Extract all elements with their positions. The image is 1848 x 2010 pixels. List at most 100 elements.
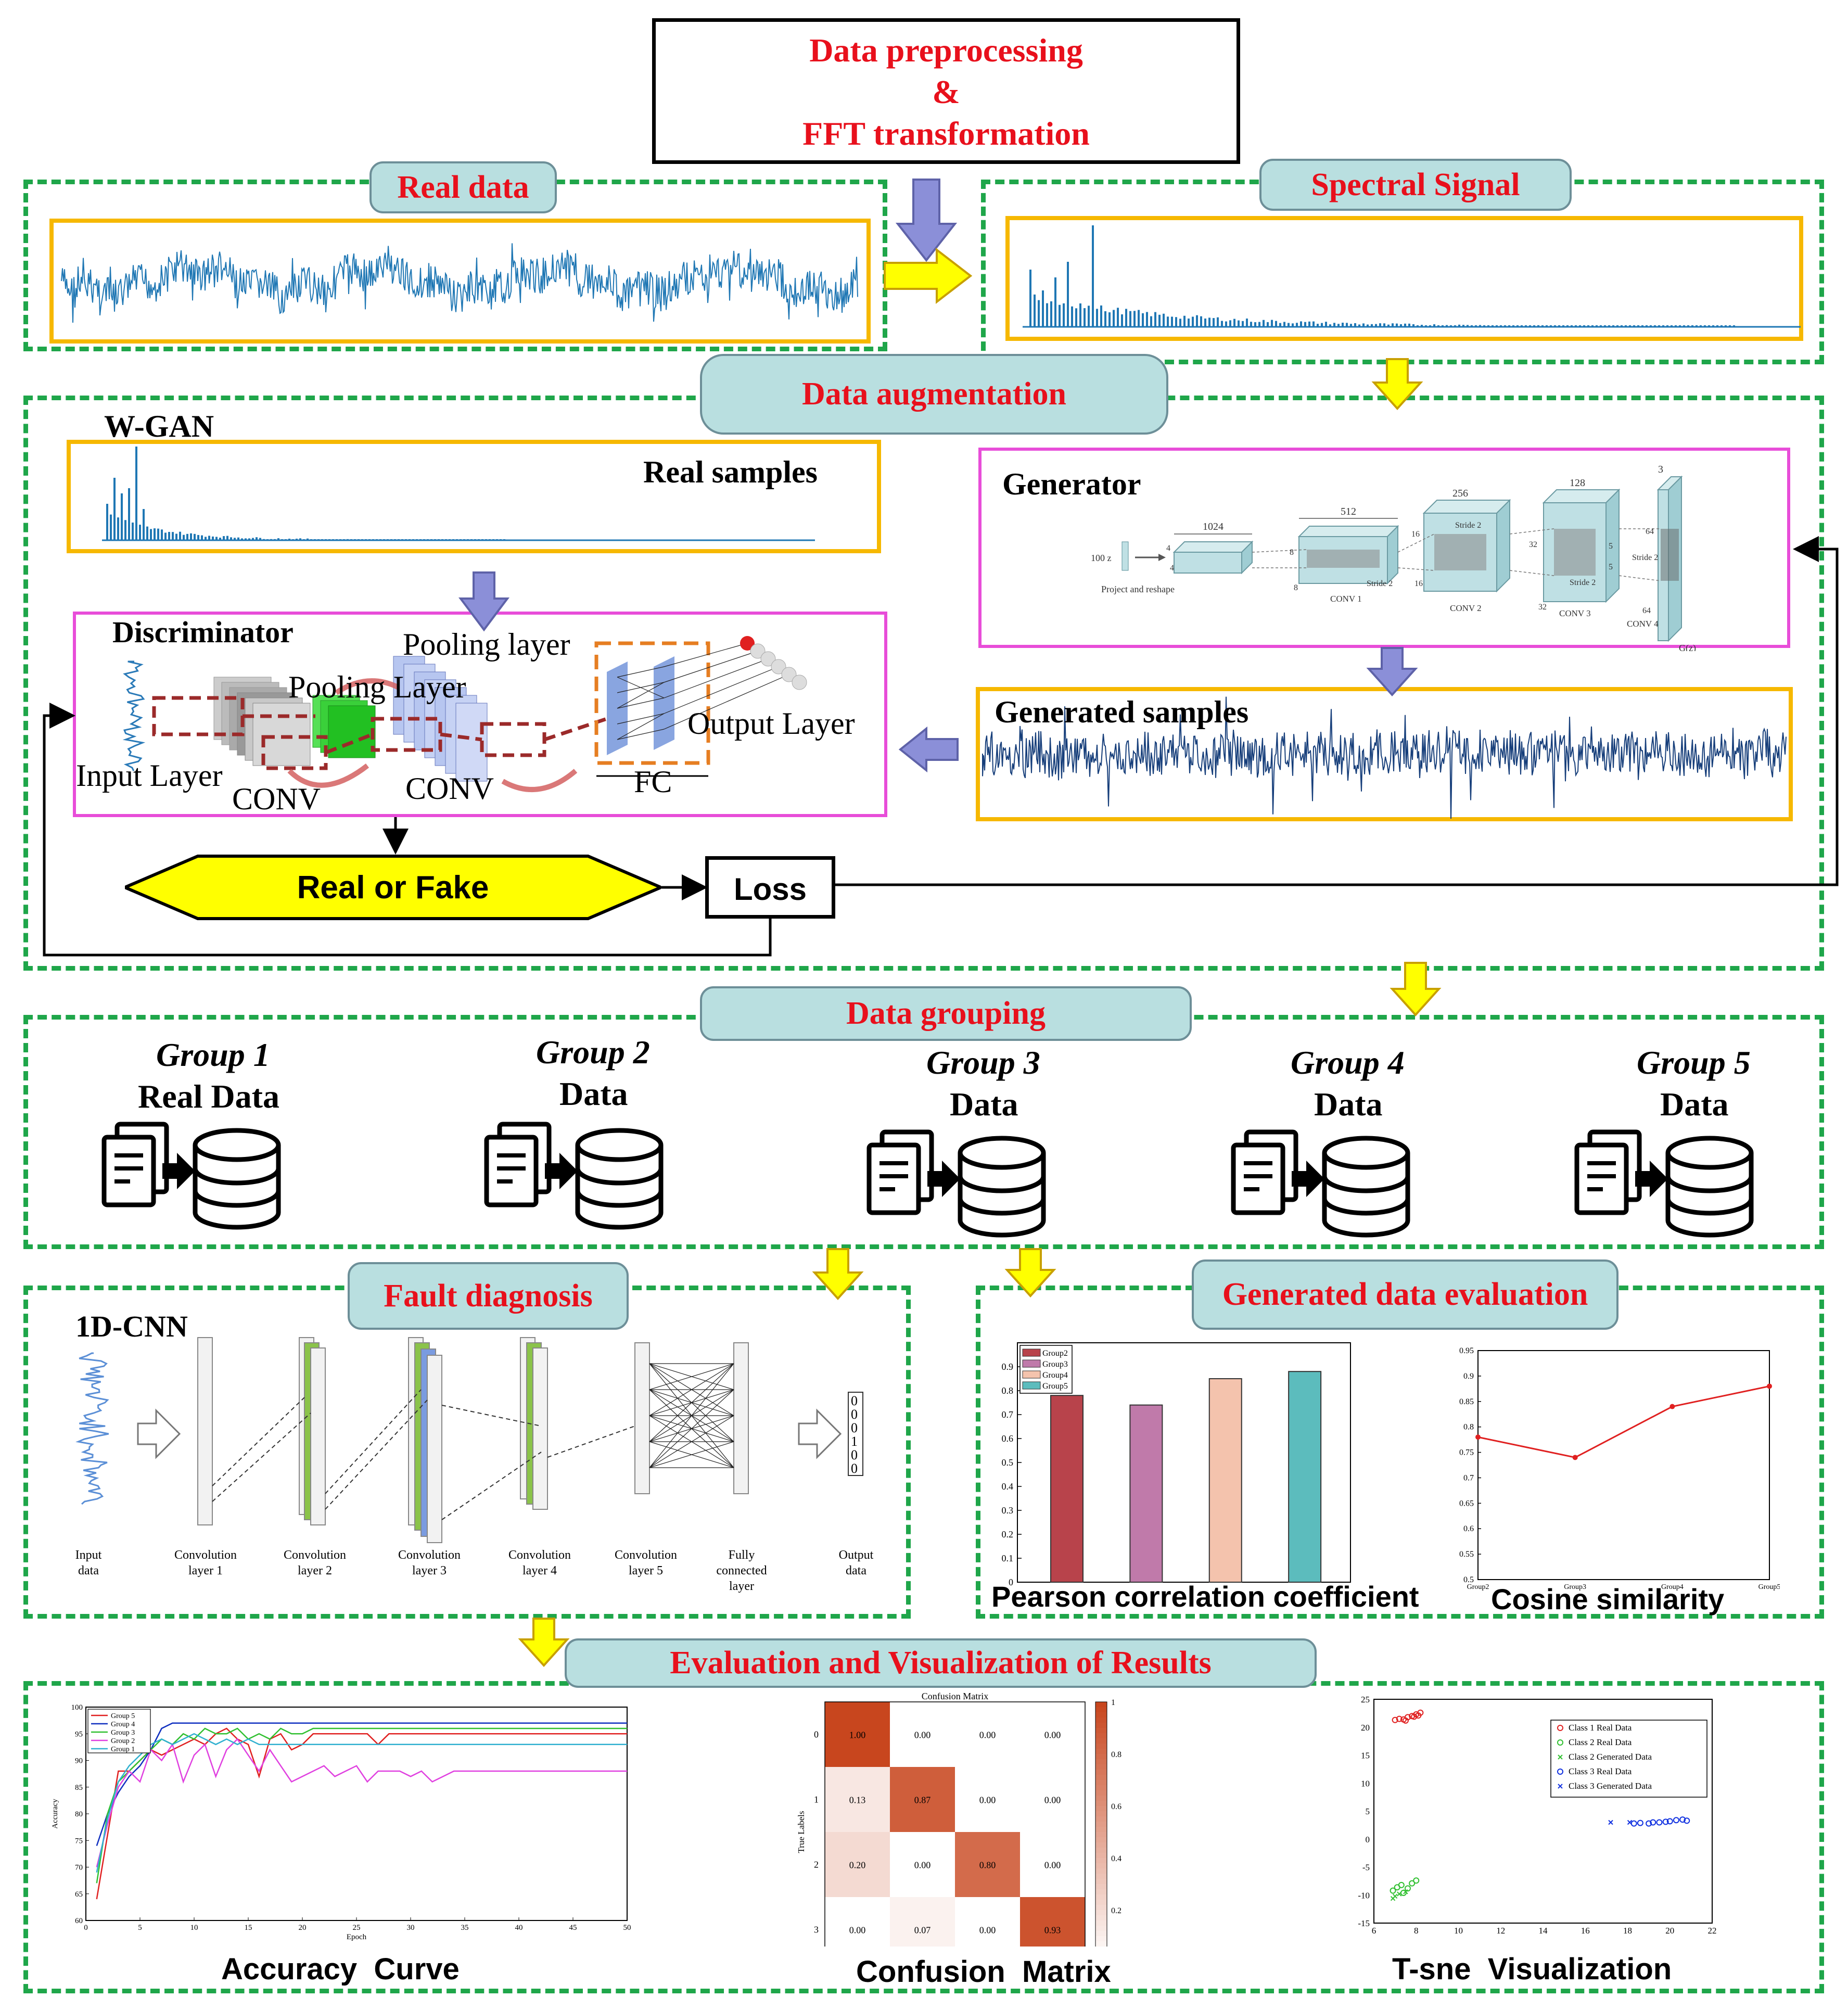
gen-num-8b: 8 <box>1294 583 1298 592</box>
tsne-point <box>1413 1877 1420 1884</box>
pearson-bar-Group4 <box>1208 1378 1242 1583</box>
generator-network-diagram: 100 z Project and reshape 1024 512 <box>1091 464 1696 651</box>
gen-conv4-label: CONV 4 <box>1627 619 1659 629</box>
real-samples-label: Real samples <box>643 455 818 489</box>
tsne-xtick: 14 <box>1539 1926 1548 1936</box>
cnn-input-wave <box>75 1352 109 1505</box>
gen-num-5a: 5 <box>1609 542 1613 551</box>
accuracy-ytick: 70 <box>75 1864 83 1872</box>
pooling-layer-label-2: Pooling Layer <box>288 670 466 704</box>
gen-block-3 <box>1422 499 1511 593</box>
group-icons <box>101 1122 1754 1238</box>
confusion-cell-value: 1.00 <box>849 1730 866 1740</box>
cnn-fc-left <box>634 1342 650 1494</box>
cnn-output-bit: 0 <box>851 1407 858 1422</box>
tsne-point <box>1392 1716 1398 1723</box>
gen-block-5 <box>1656 475 1683 642</box>
pearson-ytick: 0.3 <box>1002 1505 1014 1516</box>
arrow-purple-1 <box>895 179 958 262</box>
confusion-cell-3-2 <box>955 1897 1020 1947</box>
tsne-xtick: 12 <box>1496 1926 1505 1936</box>
cnn-layer-label-line2: layer 2 <box>298 1564 332 1578</box>
gen-stride-4: Stride 2 <box>1632 553 1658 562</box>
tsne-xtick: 8 <box>1414 1926 1419 1936</box>
arrow-yellow-down-5 <box>518 1618 570 1667</box>
cnn-layer-label-line2: layer 1 <box>188 1564 223 1578</box>
gen-stride-2: Stride 2 <box>1455 521 1481 530</box>
accuracy-xtick: 45 <box>569 1924 577 1932</box>
accuracy-legend-entry: Group 5 <box>111 1712 135 1720</box>
generator-label: Generator <box>1002 467 1141 501</box>
gen-num-4a: 4 <box>1166 544 1170 553</box>
spectral-signal-plot <box>1023 225 1801 328</box>
cnn-dashed-link <box>212 1397 305 1486</box>
pearson-legend-entry: Group3 <box>1042 1360 1068 1369</box>
confusion-cell-value: 0.93 <box>1044 1925 1061 1936</box>
cnn-dashed-link <box>325 1389 422 1494</box>
gen-dim-3: 3 <box>1658 464 1663 475</box>
confusion-colorbar-tick: 0.4 <box>1111 1854 1121 1863</box>
gen-stride-1: Stride 2 <box>1367 579 1393 588</box>
accuracy-ylabel: Accuracy <box>51 1799 59 1829</box>
confusion-cell-value: 0.00 <box>914 1860 931 1871</box>
tsne-xtick: 18 <box>1623 1926 1632 1936</box>
group-4-icon <box>1231 1129 1410 1238</box>
input-layer-label: Input Layer <box>76 758 223 793</box>
accuracy-ytick: 65 <box>75 1890 83 1899</box>
confusion-cell-3-1 <box>890 1897 955 1947</box>
confusion-cell-value: 0.07 <box>914 1925 931 1936</box>
group-5-icon <box>1574 1129 1754 1238</box>
confusion-ytick: 3 <box>814 1925 819 1935</box>
spectral-signal-title: Spectral Signal <box>1259 159 1572 211</box>
conv-label-2: CONV <box>405 771 494 806</box>
confusion-colorbar-tick: 1 <box>1111 1698 1115 1707</box>
confusion-cell-value: 0.87 <box>914 1795 931 1805</box>
confusion-caption: Confusion Matrix <box>856 1955 1111 1989</box>
confusion-cell-value: 0.20 <box>849 1860 866 1871</box>
real-samples-box: Real samples <box>67 440 881 553</box>
gen-dim-512: 512 <box>1341 506 1356 517</box>
arrow-yellow-down-2 <box>1390 962 1442 1016</box>
group-2-icon <box>484 1122 664 1230</box>
fault-diagnosis-title: Fault diagnosis <box>348 1262 629 1330</box>
confusion-cell-value: 0.00 <box>1044 1860 1061 1871</box>
cnn-fc-link <box>649 1441 734 1468</box>
confusion-cell-1-3 <box>1020 1767 1085 1832</box>
gen-num-64a: 64 <box>1646 527 1654 536</box>
cnn-layer-label-line1: Convolution <box>615 1548 677 1562</box>
cosine-ytick: 0.55 <box>1459 1550 1474 1559</box>
cosine-ytick: 0.9 <box>1463 1372 1474 1381</box>
cnn-layer-label-line2: layer 4 <box>522 1564 557 1578</box>
gen-num-16b: 16 <box>1414 579 1423 588</box>
tsne-ytick: 15 <box>1361 1751 1370 1761</box>
cosine-xtick: Group3 <box>1564 1583 1586 1591</box>
tsne-ytick: -15 <box>1358 1918 1370 1928</box>
cosine-point-Group2 <box>1475 1434 1481 1440</box>
pearson-caption: Pearson correlation coefficient <box>991 1580 1419 1613</box>
tsne-point <box>1656 1819 1663 1826</box>
cnn-layer-label-line2: data <box>846 1564 866 1578</box>
cosine-ytick: 0.75 <box>1459 1448 1474 1457</box>
confusion-ytick: 2 <box>814 1860 819 1870</box>
cnn-arrow-out <box>798 1408 842 1459</box>
confusion-ytick: 1 <box>814 1795 819 1805</box>
accuracy-legend-entry: Group 4 <box>111 1721 135 1728</box>
accuracy-xtick: 40 <box>515 1924 523 1932</box>
cnn-conv3-front <box>427 1355 442 1543</box>
confusion-cell-2-3 <box>1020 1832 1085 1897</box>
tsne-point <box>1684 1817 1690 1824</box>
confusion-colorbar-tick: 0.2 <box>1111 1906 1121 1915</box>
gen-dim-256: 256 <box>1452 488 1468 499</box>
gen-num-32b: 32 <box>1538 603 1547 612</box>
cosine-line <box>1477 1385 1770 1458</box>
accuracy-axes <box>85 1707 628 1921</box>
pearson-bar-Group2 <box>1050 1395 1084 1583</box>
cnn-dashed-link <box>325 1400 428 1510</box>
accuracy-xtick: 35 <box>461 1924 469 1932</box>
confusion-colorbar-tick: 0.8 <box>1111 1750 1121 1759</box>
cosine-xtick: Group5 <box>1758 1583 1780 1591</box>
accuracy-legend-entry: Group 3 <box>111 1729 135 1737</box>
group-3-icon <box>866 1129 1046 1238</box>
